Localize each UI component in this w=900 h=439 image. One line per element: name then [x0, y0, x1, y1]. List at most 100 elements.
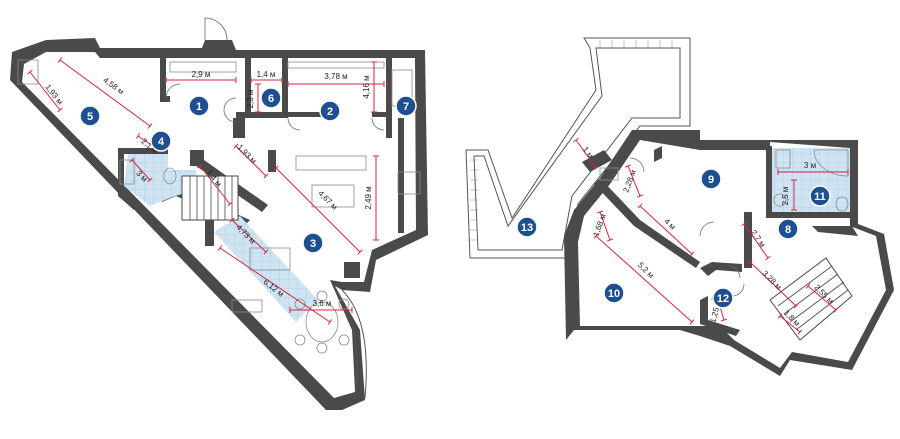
dimension-tick — [357, 249, 363, 255]
dimension-tick — [135, 133, 141, 139]
room-badge-circle — [395, 95, 417, 117]
dimension-12: 2,49 м — [364, 155, 379, 241]
room-badge-11: 11 — [809, 185, 831, 207]
dimension-tick — [147, 123, 153, 129]
dimension-5: 3 м — [777, 161, 849, 175]
dimension-line — [275, 167, 361, 253]
dimension-line — [29, 71, 61, 111]
dimension-tick — [227, 201, 233, 207]
room-badge-circle — [777, 218, 799, 240]
dimension-tick — [607, 238, 613, 242]
room-badge-13: 13 — [516, 216, 538, 238]
left-floor-area — [22, 52, 416, 398]
dimension-tick — [147, 177, 153, 183]
dimension-tick — [129, 157, 135, 163]
left-furniture — [17, 59, 421, 354]
dimension-label: 2,5 м — [781, 187, 790, 206]
dimension-tick — [263, 249, 269, 255]
room-badge-circle — [260, 87, 282, 109]
dimension-tick — [637, 194, 643, 198]
left-doors — [165, 17, 385, 131]
dimension-tick — [637, 203, 643, 209]
dimension-label: 3,78 м — [324, 72, 347, 81]
dimension-line — [131, 159, 151, 181]
dimension-tick — [217, 245, 223, 251]
right-staircase — [769, 257, 853, 341]
room-number: 2 — [327, 106, 333, 118]
dimension-line — [235, 145, 267, 177]
room-badge-circle — [809, 185, 831, 207]
dimension-tick — [233, 143, 239, 149]
dimension-tick — [57, 57, 63, 63]
dimension-line — [807, 285, 837, 311]
dimension-label: 4,16 м — [362, 75, 371, 98]
room-number: 13 — [521, 222, 533, 234]
dimension-tick — [229, 217, 235, 223]
room-badge-circle — [319, 100, 341, 122]
dimension-tick — [593, 165, 599, 171]
dimension-tick — [263, 173, 269, 179]
dimension-line — [627, 165, 641, 197]
dimension-tick — [797, 329, 803, 335]
dimension-tick — [777, 313, 783, 319]
room-badge-circle — [188, 95, 210, 117]
room-badge-1: 1 — [188, 95, 210, 117]
dimension-5: 2,3 м — [246, 83, 261, 113]
terrace-hatching — [470, 40, 673, 241]
right-floor-plan: 1 м2,28 м4 м1,68 м5,2 м3 м2,5 м2,7 м3,28… — [465, 37, 894, 376]
dimension-15: 3,6 м — [289, 299, 353, 313]
dimension-2: 2,9 м — [165, 70, 237, 83]
room-badge-2: 2 — [319, 100, 341, 122]
right-room-badges: 8 9 10 11 12 13 — [516, 168, 831, 309]
dimension-tick — [720, 318, 728, 322]
room-badge-10: 10 — [603, 282, 625, 304]
room-number: 10 — [608, 288, 620, 300]
dimension-6: 4,16 м — [362, 61, 377, 113]
dimension-tick — [593, 233, 599, 239]
dimension-tick — [689, 319, 695, 325]
dimension-line — [743, 223, 769, 259]
room-number: 12 — [717, 293, 729, 305]
dimension-line — [231, 219, 267, 253]
dimension-tick — [573, 137, 579, 143]
dimension-tick — [765, 255, 771, 261]
room-badge-3: 3 — [302, 232, 324, 254]
bay-window-inner — [335, 291, 358, 393]
room-badge-12: 12 — [712, 287, 734, 309]
dimension-line — [59, 59, 151, 127]
dimension-label: 3 м — [804, 161, 816, 170]
dimension-tick — [625, 164, 631, 168]
terrace-railing-inner — [473, 47, 681, 251]
room-badge-4: 4 — [150, 130, 172, 152]
bay-window — [341, 289, 367, 399]
room-badge-8: 8 — [777, 218, 799, 240]
dimension-line — [599, 211, 611, 241]
dimension-6: 2,5 м — [781, 179, 797, 211]
room-number: 9 — [708, 174, 714, 186]
kitchen-tiles — [214, 216, 318, 322]
room-badge-circle — [712, 287, 734, 309]
dimension-line — [199, 165, 231, 205]
bathroom-tiles — [124, 154, 196, 206]
dimension-tick — [833, 307, 839, 313]
dimension-tick — [57, 107, 63, 113]
left-room-badges: 1 2 3 4 5 6 7 — [79, 87, 417, 254]
room-badge-6: 6 — [260, 87, 282, 109]
room-badge-circle — [603, 282, 625, 304]
dimension-4: 3,78 м — [287, 72, 385, 87]
room-number: 7 — [403, 101, 409, 113]
room-number: 1 — [196, 101, 202, 113]
dimension-tick — [793, 303, 799, 309]
dimension-tick — [597, 210, 603, 214]
dimension-label: 2,49 м — [364, 186, 373, 209]
dimension-tick — [747, 259, 753, 265]
dimension-label: 1,4 м — [257, 70, 276, 79]
room-number: 5 — [87, 111, 93, 123]
dimension-label: 3,6 м — [313, 299, 332, 308]
dimension-line — [595, 235, 693, 323]
dimension-line — [779, 315, 801, 333]
left-staircase — [181, 175, 239, 221]
room-badge-circle — [516, 216, 538, 238]
room-number: 3 — [310, 238, 316, 250]
